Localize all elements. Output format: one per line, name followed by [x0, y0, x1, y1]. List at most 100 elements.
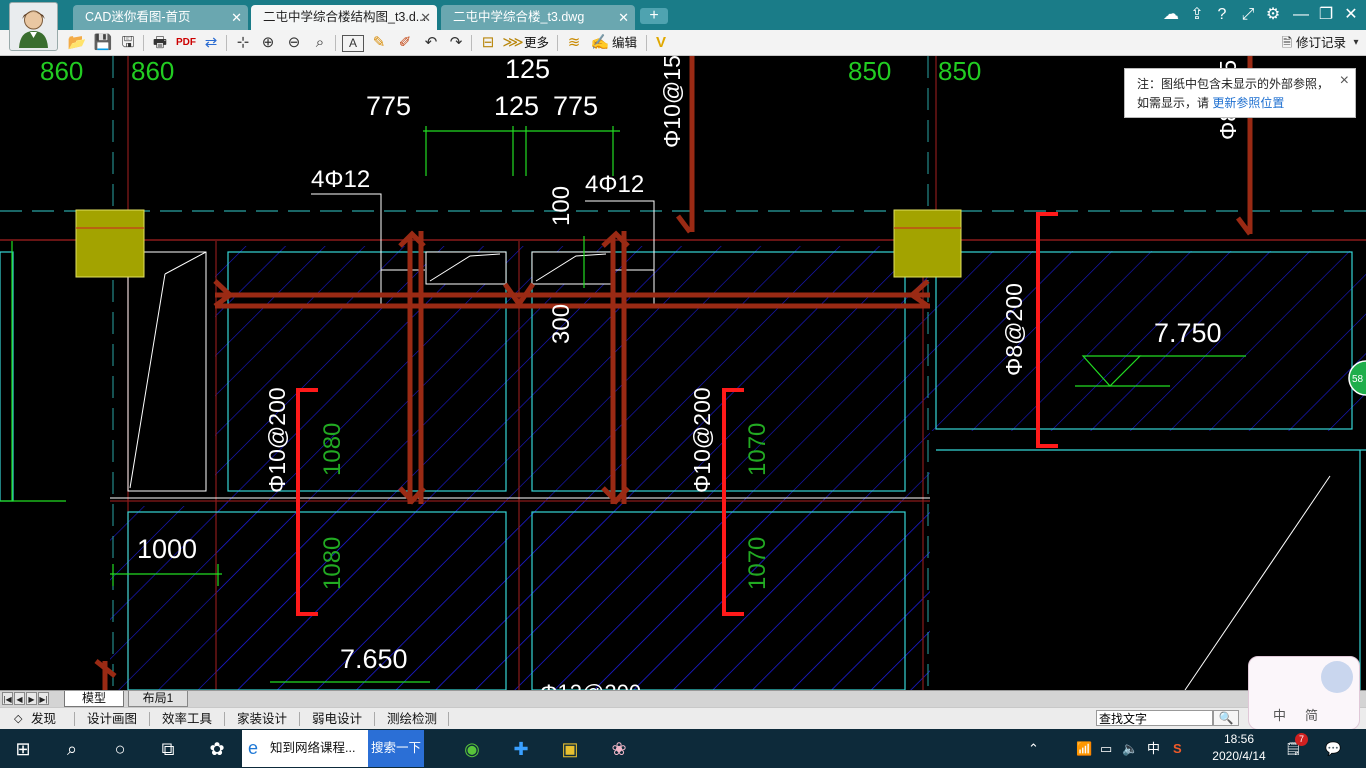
windows-start-icon[interactable]: ⊞ — [15, 739, 31, 759]
dim-label: 860 — [40, 56, 83, 86]
measure-icon[interactable]: ⊟ — [481, 34, 495, 51]
tab-close-icon[interactable]: ✕ — [618, 10, 629, 25]
battery-icon[interactable]: ▭ — [1100, 741, 1113, 756]
discover-button[interactable]: 发现 — [31, 712, 57, 726]
revision-button[interactable]: 修订记录 — [1296, 36, 1347, 50]
chevron-down-icon[interactable]: ▾ — [1353, 37, 1359, 48]
edit-button[interactable]: 编辑 — [612, 36, 638, 50]
save-icon[interactable]: 💾 — [93, 34, 113, 51]
snap-icon[interactable]: ⊹ — [236, 34, 250, 51]
column — [893, 209, 962, 278]
first-layout-icon[interactable]: |◀ — [2, 692, 13, 705]
browser-360-icon[interactable]: ◉ — [464, 739, 480, 759]
print-icon[interactable]: 🖶 — [152, 34, 168, 51]
drawing-canvas[interactable]: 860 860 125 775 125 775 850 850 100 300 … — [0, 56, 1366, 690]
tab-model[interactable]: 模型 — [64, 691, 124, 707]
close-icon[interactable]: ✕ — [1344, 6, 1358, 23]
tab-home[interactable]: CAD迷你看图-首页 ✕ — [73, 5, 248, 30]
tab-structure-drawing[interactable]: 二屯中学综合楼结构图_t3.d... ✕ — [251, 5, 437, 30]
network-tool-icon[interactable]: ✚ — [513, 739, 529, 759]
more-button[interactable]: 更多 — [524, 36, 550, 50]
next-layout-icon[interactable]: ▶ — [26, 692, 37, 705]
zoom-out-icon[interactable]: ⊖ — [287, 34, 301, 51]
zoom-window-icon[interactable]: ⌕ — [315, 34, 325, 51]
share-icon[interactable]: ⇪ — [1190, 6, 1204, 23]
last-layout-icon[interactable]: ▶| — [38, 692, 49, 705]
badge-icon[interactable] — [1348, 360, 1366, 396]
design-drawing-button[interactable]: 设计画图 — [87, 712, 138, 726]
open-icon[interactable]: 📂 — [67, 34, 87, 51]
rebar-label: Φ10@200 — [689, 387, 715, 493]
wifi-icon[interactable]: 📶 — [1076, 741, 1093, 756]
help-icon[interactable]: ? — [1217, 6, 1227, 23]
pen-icon[interactable]: ✎ — [372, 34, 386, 51]
tab-building-drawing[interactable]: 二屯中学综合楼_t3.dwg ✕ — [441, 5, 635, 30]
date: 2020/4/14 — [1212, 749, 1266, 763]
clock[interactable]: 18:56 2020/4/14 — [1204, 731, 1274, 765]
taskbar-window-browser[interactable]: e 知到网络课程... — [242, 730, 368, 767]
save-as-icon[interactable]: 🖫 — [121, 34, 135, 51]
prev-layout-icon[interactable]: ◀ — [14, 692, 25, 705]
search-icon[interactable]: 🔍 — [1213, 710, 1239, 726]
notice-text: 注：图纸中包含未显示的外部参照， — [1137, 77, 1330, 91]
dim-label: 300 — [548, 304, 575, 344]
search-input[interactable]: 查找文字 — [1096, 710, 1213, 726]
low-voltage-design-button[interactable]: 弱电设计 — [312, 712, 363, 726]
dim-label: 1070 — [744, 423, 771, 476]
ime-mode-label[interactable]: 中 — [1273, 708, 1287, 723]
export-icon[interactable]: ⇄ — [204, 34, 218, 51]
dimension-icon[interactable]: ⋙ — [502, 34, 524, 51]
task-view-icon[interactable]: ⧉ — [161, 739, 175, 759]
time: 18:56 — [1223, 732, 1255, 746]
settings-icon[interactable]: ⚙ — [1265, 6, 1281, 23]
ime-widget[interactable]: 中 简 — [1248, 656, 1360, 730]
dim-label: 1070 — [744, 537, 771, 590]
update-reference-link[interactable]: 更新参照位置 — [1212, 96, 1285, 110]
tab-close-icon[interactable]: ✕ — [231, 10, 242, 25]
avatar[interactable] — [9, 2, 58, 51]
mascot-icon — [1321, 661, 1353, 693]
cloud-icon[interactable]: ☁ — [1163, 6, 1179, 23]
home-design-button[interactable]: 家装设计 — [237, 712, 288, 726]
edit-icon[interactable]: ✍ — [590, 34, 610, 51]
separator — [149, 712, 150, 726]
undo-icon[interactable]: ↶ — [424, 34, 438, 51]
text-icon[interactable]: A — [342, 35, 364, 52]
tray-expand-icon[interactable]: ⌃ — [1028, 741, 1039, 756]
minimize-icon[interactable]: — — [1293, 6, 1309, 23]
vip-icon[interactable]: V — [655, 34, 666, 51]
notice-popup: 注：图纸中包含未显示的外部参照， 如需显示，请 更新参照位置 × — [1124, 68, 1356, 118]
hatched-slab — [930, 251, 1366, 431]
revision-icon[interactable]: 🗎 — [1281, 35, 1293, 50]
separator — [646, 35, 647, 51]
left-void — [0, 236, 215, 506]
anime-app-icon[interactable]: ❀ — [611, 739, 627, 759]
cad-viewer-icon[interactable]: ▣ — [561, 739, 579, 759]
ime-script-label[interactable]: 简 — [1305, 708, 1319, 723]
search-icon[interactable]: ⌕ — [66, 739, 78, 759]
tab-layout1[interactable]: 布局1 — [128, 691, 188, 707]
survey-button[interactable]: 测绘检测 — [387, 712, 438, 726]
efficiency-tools-button[interactable]: 效率工具 — [162, 712, 213, 726]
rebar-bracket — [296, 212, 1058, 616]
pinned-app-icon[interactable]: ✿ — [209, 739, 225, 759]
tab-close-icon[interactable]: ✕ — [420, 10, 431, 25]
action-center-icon[interactable]: 💬 — [1325, 741, 1342, 756]
dim-label: 125 — [505, 56, 550, 84]
volume-icon[interactable]: 🔈 — [1122, 741, 1139, 756]
restore-icon[interactable]: ❐ — [1318, 6, 1334, 23]
zoom-in-icon[interactable]: ⊕ — [261, 34, 275, 51]
ime-indicator[interactable]: 中 — [1147, 741, 1161, 756]
sogou-icon[interactable]: S — [1173, 741, 1182, 756]
close-icon[interactable]: × — [1339, 72, 1349, 89]
taskbar-search-button[interactable]: 搜索一下 — [368, 730, 424, 767]
cortana-icon[interactable]: ○ — [114, 739, 126, 759]
dimension-lines — [0, 126, 1246, 683]
pdf-icon[interactable]: PDF — [176, 37, 196, 48]
new-tab-button[interactable]: + — [640, 8, 668, 24]
fullscreen-icon[interactable]: ⤢ — [1241, 6, 1255, 23]
rebar-label: 4Φ12 — [311, 166, 370, 193]
redo-icon[interactable]: ↷ — [449, 34, 463, 51]
layer-icon[interactable]: ≋ — [567, 34, 581, 51]
brush-icon[interactable]: ✐ — [398, 34, 412, 51]
